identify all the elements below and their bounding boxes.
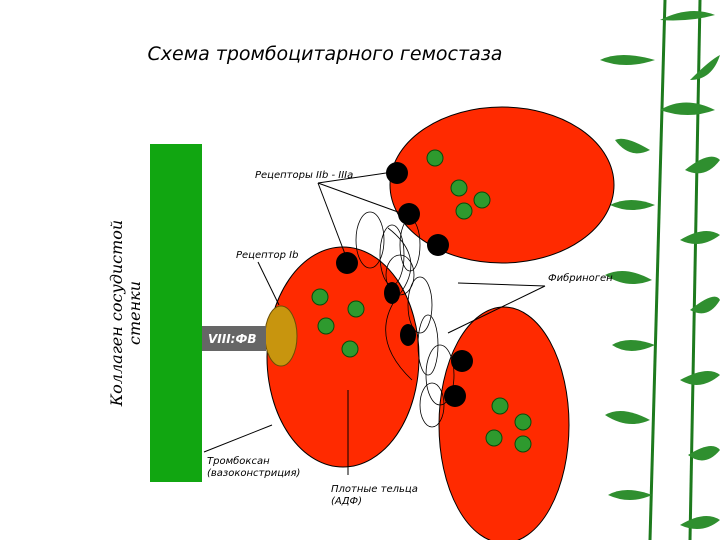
diagram-title: Схема тромбоцитарного гемостаза <box>148 43 503 65</box>
receptor-iib-iiia <box>384 282 400 304</box>
bamboo-decoration <box>600 0 720 540</box>
receptors-iib-iiia-label: Рецепторы IIb - IIIa <box>255 170 353 181</box>
vwf-box <box>202 326 266 351</box>
granule <box>450 179 468 197</box>
fibrinogen-label: Фибриноген <box>548 272 613 284</box>
receptor-iib-iiia <box>400 324 416 346</box>
receptor-iib-iiia <box>444 385 466 407</box>
granule <box>491 397 509 415</box>
thromboxane-label-line2: (вазоконстриция) <box>207 468 300 479</box>
pointer-lines <box>203 172 546 475</box>
receptor-iib-iiia <box>398 203 420 225</box>
granule <box>311 288 329 306</box>
receptor-iib-iiia <box>386 162 408 184</box>
granule <box>426 149 444 167</box>
receptors <box>336 162 473 407</box>
granule <box>514 435 532 453</box>
granule <box>341 340 359 358</box>
vwf-oval <box>264 305 298 367</box>
receptor-ib-label: Рецептор Ib <box>236 250 298 261</box>
receptor-iib-iiia <box>451 350 473 372</box>
collagen-label-line1: Коллаген сосудистой <box>107 220 126 407</box>
granule <box>347 300 365 318</box>
granule <box>317 317 335 335</box>
granule <box>485 429 503 447</box>
collagen-label-line2: стенки <box>125 281 144 345</box>
collagen-label: Коллаген сосудистой стенки <box>107 220 144 407</box>
dense-bodies-label-line2: (АДФ) <box>331 496 362 507</box>
granule <box>473 191 491 209</box>
collagen-bar <box>150 144 202 482</box>
platelet-bottom <box>438 306 570 540</box>
fibrinogen-threads <box>355 211 455 428</box>
vwf-label: VIII:ФВ <box>208 332 257 346</box>
granules <box>311 149 532 453</box>
granule <box>455 202 473 220</box>
platelet-top <box>389 106 615 264</box>
receptor-iib-iiia <box>336 252 358 274</box>
dense-bodies-label-line1: Плотные тельца <box>331 484 418 495</box>
receptor-iib-iiia <box>427 234 449 256</box>
thromboxane-label-line1: Тромбоксан <box>207 455 270 467</box>
granule <box>514 413 532 431</box>
